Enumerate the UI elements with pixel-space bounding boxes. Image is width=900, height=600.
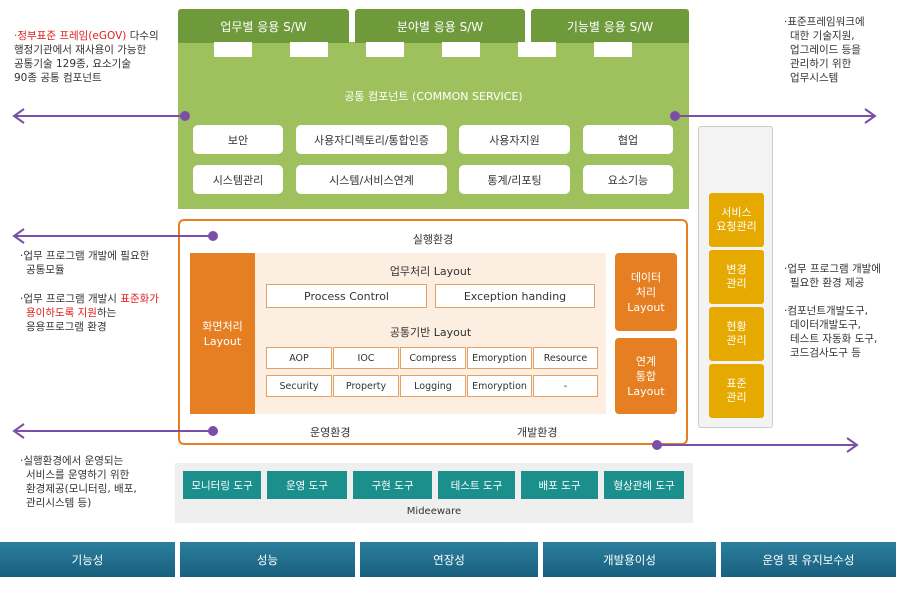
tab-domain-sw: 분야별 응용 S/W <box>355 9 525 43</box>
deploy-tool: 배포 도구 <box>521 471 598 499</box>
component-user-directory: 사용자디렉토리/통합인증 <box>296 125 447 154</box>
operation-tool: 운영 도구 <box>267 471 347 499</box>
quality-development-ease: 개발용이성 <box>543 542 716 577</box>
execution-environment-title: 실행환경 <box>412 233 454 246</box>
process-control-box: Process Control <box>266 284 427 308</box>
connector-notch <box>518 42 556 57</box>
component-element-function: 요소기능 <box>583 165 673 194</box>
arrow-dot-icon <box>652 440 662 450</box>
note-operation: ·실행환경에서 운영되는 서비스를 운영하기 위한 환경제공(모니터링, 배포,… <box>20 455 137 509</box>
data-layout-box: 데이터 처리 Layout <box>615 253 677 331</box>
arrow-head-icon <box>864 108 877 124</box>
screen-layout-box: 화면처리 Layout <box>190 253 255 414</box>
quality-maintainability: 운영 및 유지보수성 <box>721 542 896 577</box>
arrow-head-icon <box>12 108 25 124</box>
note-standardization: ·업무 프로그램 개발시 표준화가 용이하도록 지원하는 응용프로그램 환경 <box>20 293 159 333</box>
tab-business-sw: 업무별 응용 S/W <box>178 9 349 43</box>
quality-extensibility: 연장성 <box>360 542 538 577</box>
configuration-tool: 형상관례 도구 <box>604 471 684 499</box>
component-user-support: 사용자지원 <box>459 125 570 154</box>
arrow-dot-icon <box>208 231 218 241</box>
business-layout-title: 업무처리 Layout <box>389 265 472 278</box>
emoryption-box-2: Emoryption <box>467 375 532 397</box>
component-system-management: 시스템관리 <box>193 165 283 194</box>
connector-notch <box>594 42 632 57</box>
arrow-dot-icon <box>670 111 680 121</box>
monitoring-tool: 모니터링 도구 <box>183 471 261 499</box>
arrow-dot-icon <box>180 111 190 121</box>
arrow-dot-icon <box>208 426 218 436</box>
quality-performance: 성능 <box>180 542 355 577</box>
implementation-tool: 구현 도구 <box>353 471 432 499</box>
compress-box: Compress <box>400 347 466 369</box>
connector-notch <box>442 42 480 57</box>
connector-notch <box>366 42 404 57</box>
common-service-title: 공통 컴포넌트 (COMMON SERVICE) <box>344 90 523 103</box>
note-common-module: ·업무 프로그램 개발에 필요한 공통모듈 <box>20 250 150 276</box>
component-system-integration: 시스템/서비스연계 <box>296 165 447 194</box>
common-layout-title: 공통기반 Layout <box>389 326 472 339</box>
security-box: Security <box>266 375 332 397</box>
tab-function-sw: 기능별 응용 S/W <box>531 9 689 43</box>
emoryption-box: Emoryption <box>467 347 532 369</box>
note-egov-highlight: ·정부표준 프레임(eGOV) <box>14 30 127 42</box>
exception-handling-box: Exception handing <box>435 284 595 308</box>
arrow-head-icon <box>12 423 25 439</box>
middleware-label: Mideeware <box>406 506 462 517</box>
arrow-head-icon <box>12 228 25 244</box>
ioc-box: IOC <box>333 347 399 369</box>
component-statistics-reporting: 통계/리포팅 <box>459 165 570 194</box>
aop-box: AOP <box>266 347 332 369</box>
component-collaboration: 협업 <box>583 125 673 154</box>
note-dev-environment: ·업무 프로그램 개발에 필요한 환경 제공 <box>784 263 881 289</box>
property-box: Property <box>333 375 399 397</box>
note-dev-tools: ·컴포넌트개발도구, 데이터개발도구, 테스트 자동화 도구, 코드검사도구 등 <box>784 305 878 359</box>
operation-env-label: 운영환경 <box>310 426 351 439</box>
connector-notch <box>214 42 252 57</box>
note-standardization-highlight: 표준화가 <box>120 293 159 305</box>
note-egov: ·정부표준 프레임(eGOV) 다수의 행정기관에서 재사용이 가능한 공통기술… <box>14 30 159 84</box>
integration-layout-box: 연계 통합 Layout <box>615 338 677 414</box>
development-env-label: 개발환경 <box>517 426 558 439</box>
arrow-head-icon <box>846 437 859 453</box>
note-framework-support: ·표준프레임워크에 대한 기술지원, 업그레이드 등을 관리하기 위한 업무시스… <box>784 16 865 84</box>
logging-box: Logging <box>400 375 466 397</box>
component-security: 보안 <box>193 125 283 154</box>
resource-box: Resource <box>533 347 598 369</box>
test-tool: 테스트 도구 <box>438 471 515 499</box>
quality-functionality: 기능성 <box>0 542 175 577</box>
empty-box: - <box>533 375 598 397</box>
connector-notch <box>290 42 328 57</box>
